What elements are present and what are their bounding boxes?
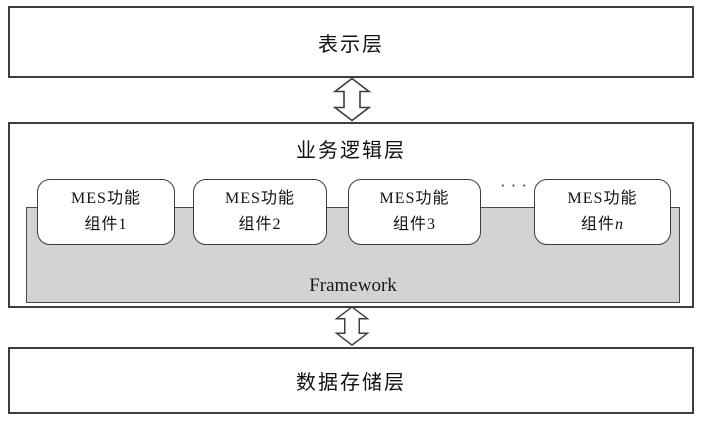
presentation-layer-label: 表示层 bbox=[318, 33, 384, 56]
presentation-layer-box: 表示层 bbox=[8, 6, 694, 78]
mes-component-3-line2: 组件3 bbox=[392, 216, 436, 233]
mes-component-n-line1: MES功能 bbox=[567, 189, 638, 207]
mes-component-1-line2: 组件1 bbox=[84, 216, 128, 233]
mes-component-n-box: MES功能 组件n bbox=[534, 179, 671, 245]
updown-arrow-icon bbox=[332, 77, 372, 122]
mes-component-3-line1: MES功能 bbox=[379, 189, 450, 207]
mes-component-1-line1: MES功能 bbox=[71, 189, 141, 207]
mes-component-n-line2: 组件n bbox=[580, 216, 624, 233]
data-storage-layer-box: 数据存储层 bbox=[8, 347, 694, 414]
mes-component-2-line2: 组件2 bbox=[238, 216, 282, 233]
mes-component-2-box: MES功能 组件2 bbox=[193, 179, 327, 245]
updown-arrow-icon bbox=[334, 306, 370, 346]
framework-label: Framework bbox=[309, 275, 397, 296]
mes-component-1-box: MES功能 组件1 bbox=[37, 179, 175, 245]
business-logic-layer-box: 业务逻辑层 Framework MES功能 组件1 MES功能 组件2 MES功… bbox=[8, 122, 694, 308]
mes-component-2-line1: MES功能 bbox=[225, 189, 295, 207]
mes-component-3-box: MES功能 组件3 bbox=[348, 179, 481, 245]
data-storage-layer-label: 数据存储层 bbox=[296, 372, 406, 394]
ellipsis: ··· bbox=[500, 176, 532, 195]
business-logic-layer-label: 业务逻辑层 bbox=[296, 140, 406, 162]
